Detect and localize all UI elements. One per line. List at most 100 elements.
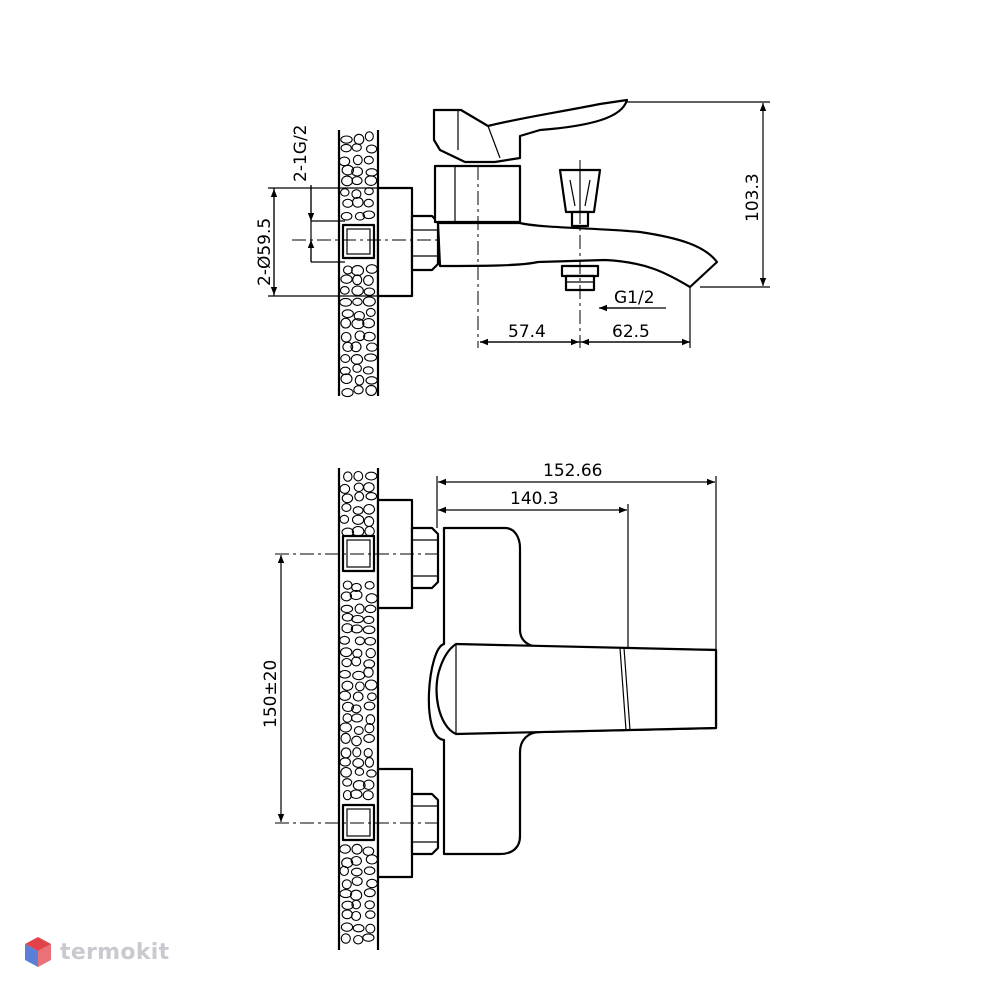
pebble [338, 669, 351, 679]
pebble [362, 790, 374, 801]
pebble [340, 317, 352, 329]
pebble [363, 503, 376, 515]
pebble [355, 681, 365, 692]
pebble [351, 285, 364, 296]
pebble [353, 934, 364, 945]
pebble [350, 855, 362, 866]
pebble [351, 166, 364, 177]
pebble [340, 747, 352, 759]
pebble [341, 388, 354, 398]
pebble [340, 604, 354, 614]
pebble [341, 909, 353, 920]
pebble [367, 692, 377, 702]
pebble [366, 878, 378, 889]
upper-nut [410, 526, 440, 590]
pebble [349, 589, 363, 601]
pebble [366, 769, 377, 778]
pebble [351, 704, 362, 714]
pebble [351, 582, 362, 592]
pebble [339, 366, 351, 376]
pebble [354, 767, 365, 776]
pebble [364, 525, 375, 537]
pebble [362, 296, 376, 307]
pebble [362, 625, 376, 635]
lower-nut [410, 792, 440, 856]
hex-nut [410, 214, 440, 272]
pebble [339, 889, 353, 899]
dim-distance-a: 57.4 [508, 322, 546, 342]
pebble [364, 353, 378, 362]
pebble [351, 525, 365, 537]
wall-pebbles-bottom [338, 470, 379, 945]
pebble [351, 143, 362, 152]
pebble [352, 363, 362, 373]
pebble [354, 636, 366, 646]
pebble [363, 331, 376, 342]
pebble [364, 187, 374, 196]
pebble [352, 691, 364, 702]
pebble [363, 198, 374, 208]
pebble [363, 659, 376, 669]
pebble [363, 155, 374, 165]
pebble [341, 701, 355, 713]
pebble [354, 211, 366, 221]
pebble [340, 331, 352, 343]
pebble [352, 648, 363, 659]
pebble [351, 876, 363, 886]
pebble [351, 910, 362, 922]
pebble [353, 310, 365, 321]
pebble [341, 879, 352, 890]
pebble [363, 666, 374, 678]
pebble [352, 154, 363, 166]
cube-logo-icon [25, 937, 51, 967]
pebble [339, 286, 350, 295]
pebble [364, 679, 378, 691]
pebble [340, 135, 353, 144]
pebble [353, 133, 365, 145]
pebble [351, 735, 362, 747]
pebble [342, 713, 353, 723]
pebble [340, 373, 353, 385]
pebble [354, 603, 365, 614]
pebble [341, 680, 354, 691]
pebble [365, 307, 376, 317]
dim-distance-b: 62.5 [612, 322, 650, 342]
pebble [351, 614, 365, 624]
pebble [354, 491, 365, 502]
dim-height: 103.3 [743, 173, 763, 222]
pebble [363, 287, 376, 296]
pebble [365, 471, 378, 481]
pebble [363, 615, 375, 625]
pebble [365, 376, 378, 385]
pebble [339, 844, 351, 854]
pebble [341, 623, 354, 634]
pebble [340, 211, 353, 221]
pebble [365, 593, 378, 604]
pebble [354, 330, 366, 342]
pebble [365, 384, 378, 396]
pebble [362, 366, 374, 375]
pebble [340, 732, 351, 744]
pebble [363, 274, 374, 286]
pebble [340, 274, 353, 284]
pebble [365, 168, 378, 177]
pebble [342, 198, 354, 208]
pebble [338, 690, 352, 701]
pebble [341, 657, 352, 668]
pebble [339, 647, 353, 658]
pebble [350, 867, 363, 877]
pebble [362, 210, 376, 220]
pebble [351, 189, 362, 199]
pebble [339, 514, 350, 524]
pebble [352, 747, 362, 758]
pebble [340, 354, 351, 363]
watermark-text: termokit [60, 939, 170, 965]
pebble [365, 923, 376, 934]
pebble [340, 188, 350, 197]
pebble [351, 196, 364, 208]
wall-flange [376, 186, 414, 298]
dim-centers: 150±20 [261, 660, 281, 728]
pebble [353, 482, 364, 493]
pebble [351, 843, 363, 855]
watermark-logo: termokit [24, 936, 169, 968]
